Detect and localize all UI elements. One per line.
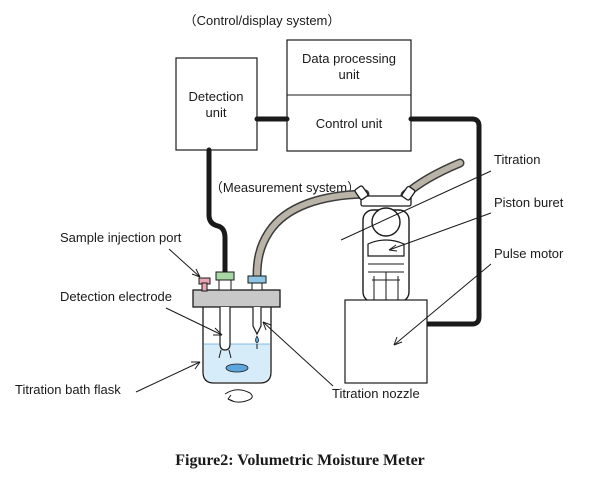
cable-detection-to-electrode (206, 147, 228, 275)
titration-label: Titration (494, 152, 540, 167)
figure-caption: Figure2: Volumetric Moisture Meter (175, 452, 425, 469)
electrode-cap (215, 271, 235, 281)
stir-bar (225, 363, 249, 373)
titration-bath-flask-label: Titration bath flask (15, 382, 121, 397)
detection-electrode (219, 307, 231, 351)
cable-control-to-pulse-motor (408, 116, 482, 327)
control-display-system-label: （Control/display system） (184, 13, 341, 28)
control-unit-label: Control unit (316, 116, 383, 131)
drop-icon (255, 335, 259, 344)
flask-liquid (204, 344, 270, 382)
detection-electrode-label: Detection electrode (60, 289, 172, 304)
titration-bath-flask (192, 271, 281, 384)
detection-unit-label-line2: unit (206, 105, 227, 120)
pulse-motor-leader (393, 263, 492, 346)
titration-nozzle (252, 307, 262, 336)
detection-electrode-leader (165, 307, 223, 336)
sample-injection-port-label: Sample injection port (60, 230, 182, 245)
detection-unit-box (175, 57, 258, 151)
caption-separator: : (228, 452, 237, 469)
titration-leader (340, 170, 492, 241)
data-processing-unit-label-line1: Data processing (302, 51, 396, 66)
piston-buret (354, 185, 416, 303)
nozzle-cap (247, 275, 267, 284)
piston-buret-label: Piston buret (494, 195, 564, 210)
titration-nozzle-label: Titration nozzle (332, 386, 420, 401)
detection-unit-label-line1: Detection (189, 89, 244, 104)
flask-lid (192, 289, 281, 308)
figure-title: Volumetric Moisture Meter (237, 452, 424, 469)
sample-injection-port-leader (168, 248, 201, 278)
piston-buret-leader (388, 212, 492, 251)
pulse-motor-label: Pulse motor (494, 246, 564, 261)
pulse-motor-box (344, 299, 428, 384)
titration-tube-outline (252, 189, 370, 281)
stirring-arrow-icon (224, 389, 253, 403)
titration-tube (254, 191, 368, 279)
measurement-system-label: （Measurement system） (210, 180, 360, 195)
data-processing-unit-label-line2: unit (339, 67, 360, 82)
titration-nozzle-leader (262, 321, 334, 387)
figure-number: Figure2 (175, 452, 228, 469)
titration-bath-flask-leader (135, 361, 201, 393)
